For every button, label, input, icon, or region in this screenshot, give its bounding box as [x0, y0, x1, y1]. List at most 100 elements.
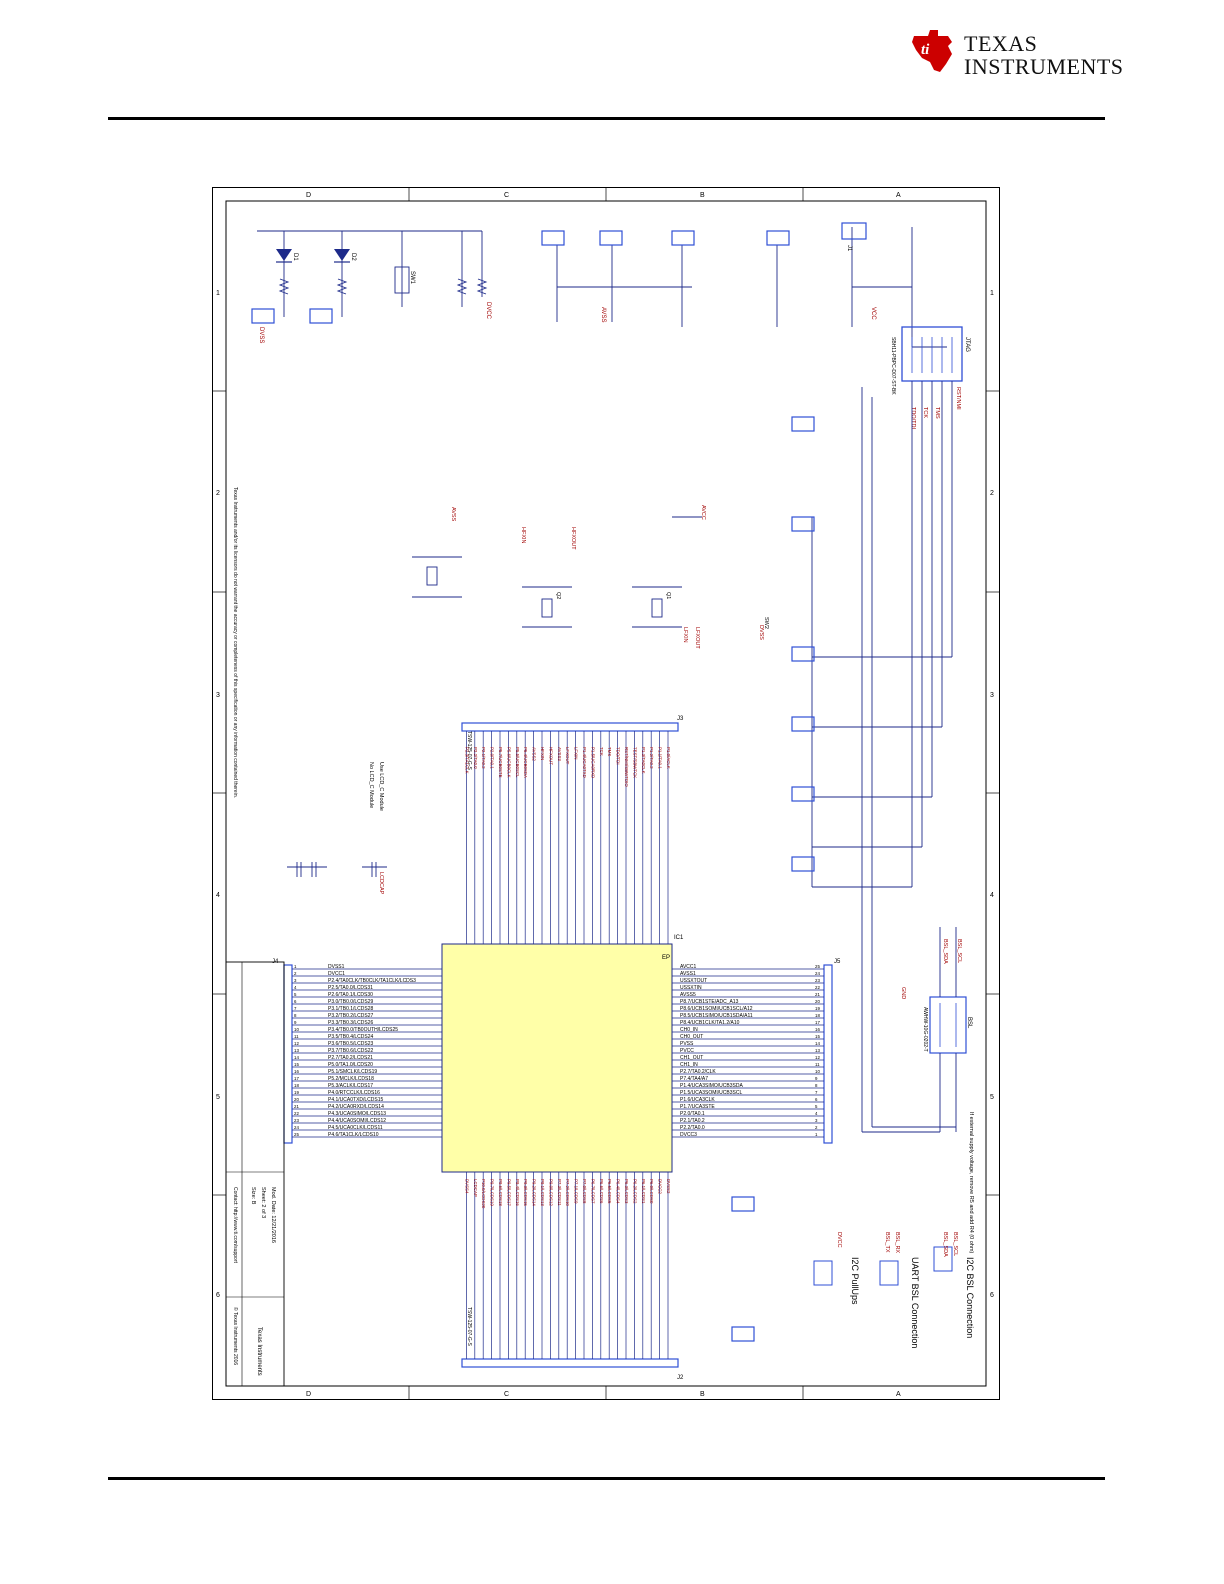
j4-pin-number: 24 [294, 1125, 299, 1130]
j4-pin-number: 12 [294, 1041, 299, 1046]
j4-pin-number: 4 [294, 985, 297, 990]
net-tck: TCK [922, 407, 928, 418]
j4-pin-label: P4.0/RTCCLK/LCDS16 [328, 1090, 380, 1096]
ic1-label: IC1 [674, 935, 684, 941]
j3-pin-label: P5.5/UCB0SCL [515, 747, 520, 778]
zone-1-jumpers: J1 DVSS DVCC VCC AVSS [251, 222, 876, 343]
net-hfxin: HFXIN [520, 527, 526, 544]
j2-pin-label: P7.2/LCDS10 [565, 1179, 570, 1206]
j5-pin-label: P2.2/TA0.0 [680, 1125, 705, 1131]
j2-pin-label: P6.3/LCDS3 [624, 1179, 629, 1204]
zone-col-6-right: 6 [990, 1292, 994, 1299]
j5-pin-number: 9 [815, 1076, 818, 1081]
zone-row-c-bottom: C [504, 1391, 509, 1398]
j2-pin-label: P6.0/LCDS0 [649, 1179, 654, 1204]
j4-pin-label: P4.3/UCA0SIMO/LCDS13 [328, 1111, 386, 1117]
j2-pin-label: P9.1/LCDS13 [540, 1179, 545, 1206]
right-jumpers [791, 416, 815, 872]
j2-pin-label: P7.1/LCDS9 [574, 1179, 579, 1204]
note-lcd: Use LCD_C Module [378, 762, 384, 811]
j3-pin-label: TCK [599, 747, 604, 756]
title-uart-bsl: UART BSL Connection [910, 1257, 920, 1348]
title-i2c-pullups: I2C PullUps [850, 1257, 860, 1305]
j5-pin-number: 12 [815, 1055, 820, 1060]
j4-pin-number: 25 [294, 1132, 299, 1137]
zone-row-b-top: B [700, 192, 705, 199]
j5-pin-number: 25 [815, 964, 820, 969]
j2-pin-label: P9.4/LCDS16 [515, 1179, 520, 1206]
jtag-traces [811, 381, 953, 1132]
j5-pin-label: CH0_OUT [680, 1034, 703, 1040]
frame-zones [212, 187, 1000, 1400]
j5-pin-label: AVSS1 [680, 971, 696, 977]
j4-pin-label: P5.0/TA1.0/LCDS20 [328, 1062, 373, 1068]
zone-col-5-left: 5 [216, 1094, 220, 1101]
j5-pin-label: PVSS [680, 1041, 694, 1047]
j3-pin-label: P1.2/TA0.2 [649, 747, 654, 769]
zone-col-6-left: 6 [216, 1292, 220, 1299]
j4-pin-number: 21 [294, 1104, 299, 1109]
tb-company: Texas Instruments [256, 1327, 262, 1376]
j5-pin-number: 18 [815, 1013, 820, 1018]
j5-pin-number: 20 [815, 999, 820, 1004]
j4-pin-label: P4.2/UCA0RXD/LCDS14 [328, 1104, 384, 1110]
j5-pin-label: P2.7/TA0.2/CLK [680, 1069, 716, 1075]
zone-row-b-bottom: B [700, 1391, 705, 1398]
note-no-lcd: No LCD_C Module [368, 762, 374, 808]
j5-pin-number: 14 [815, 1041, 820, 1046]
led-d2: D2 [334, 249, 356, 263]
j2-pin-label: P9.2/LCDS14 [532, 1179, 537, 1206]
net-bsl-sda-z4: BSL_SDA [942, 939, 948, 964]
title-i2c-bsl: I2C BSL Connection [965, 1257, 975, 1338]
j3-pin-label: P2.3/TA1CLK [464, 747, 469, 774]
bsl-connector: BSL AWHW-10G-0202-T BSL_SDA BSL_SCL GND … [900, 939, 974, 1253]
j1-label: J1 [846, 245, 852, 252]
net-bsl-tx-z6: BSL_TX [884, 1232, 890, 1253]
j3-pin-label: P5.6/UCB0CLK [506, 747, 511, 778]
lcd-notes: Use LCD_C Module No LCD_C Module LCDCAP [368, 762, 384, 895]
svg-text:ti: ti [921, 42, 930, 58]
j5-pin-number: 21 [815, 992, 820, 997]
j5-pin-number: 1 [815, 1132, 818, 1137]
j3-header: J3 TSW-125-07-G-S P1.0/ACLKP1.1/TA0.1P1.… [461, 716, 684, 944]
j2-pin-label: P6.6/LCDS6 [599, 1179, 604, 1204]
j5-pin-label: P8.6/UCB1SOMI/UCB1SCL/A12 [680, 1006, 753, 1012]
j4-pin-label: P3.4/TB0.0/TB0OUTH/LCDS25 [328, 1027, 398, 1033]
j2-pin-label: P9.3/LCDS15 [523, 1179, 528, 1206]
j2-label: J2 [677, 1375, 684, 1381]
j5-pin-label: AVSS5 [680, 992, 696, 998]
j5-pin-label: USSXTOUT [680, 978, 707, 984]
tb-contact: Contact: http://www.ti.com/support [232, 1187, 238, 1263]
j3-pin-label: HFXIN [540, 747, 545, 760]
bsl-section: I2C BSL Connection UART BSL Connection I… [731, 1196, 975, 1348]
crystal-section [412, 516, 702, 628]
j5-pin-label: AVCC1 [680, 964, 697, 970]
j5-pin-label: P7.4/TA4/A7 [680, 1076, 708, 1082]
tb-sheet: Sheet: 2 of 3 [260, 1187, 266, 1218]
j4-pin-number: 5 [294, 992, 297, 997]
j4-pin-label: P4.1/UCA0TXD/LCDS15 [328, 1097, 384, 1103]
j4-pin-number: 14 [294, 1055, 299, 1060]
j4-pin-number: 17 [294, 1076, 299, 1081]
net-rst: RST/NMI [955, 387, 961, 410]
j2-pin-label: P6.2/LCDS2 [632, 1179, 637, 1204]
j3-pin-label: P2.0/TA0.1 [490, 747, 495, 769]
net-bsl-scl-z6: BSL_SCL [952, 1232, 958, 1256]
j5-pin-label: DVCC3 [680, 1132, 697, 1138]
j3-pin-label: TDO/TDI [616, 747, 621, 765]
net-vcc-z1: VCC [870, 307, 876, 320]
j5-pin-number: 10 [815, 1069, 820, 1074]
switch-sw1: SW1 [394, 266, 415, 294]
j5-pin-label: P1.4/UCA3SIMO/UCB3SDA [680, 1083, 743, 1089]
j4-pin-label: DVCC1 [328, 971, 345, 977]
net-tms: TMS [934, 407, 940, 419]
bsl-part: AWHW-10G-0202-T [922, 1007, 928, 1052]
net-gnd-bsl: GND [900, 987, 906, 999]
j3-pin-label: LFXOUT [565, 747, 570, 765]
j4-pin-number: 11 [294, 1034, 299, 1039]
j5-pin-number: 8 [815, 1083, 818, 1088]
net-dvss-z2: DVSS [758, 625, 764, 640]
net-hfxout: HFXOUT [570, 527, 576, 550]
j4-pin-number: 7 [294, 1006, 297, 1011]
j5-pin-number: 15 [815, 1034, 820, 1039]
